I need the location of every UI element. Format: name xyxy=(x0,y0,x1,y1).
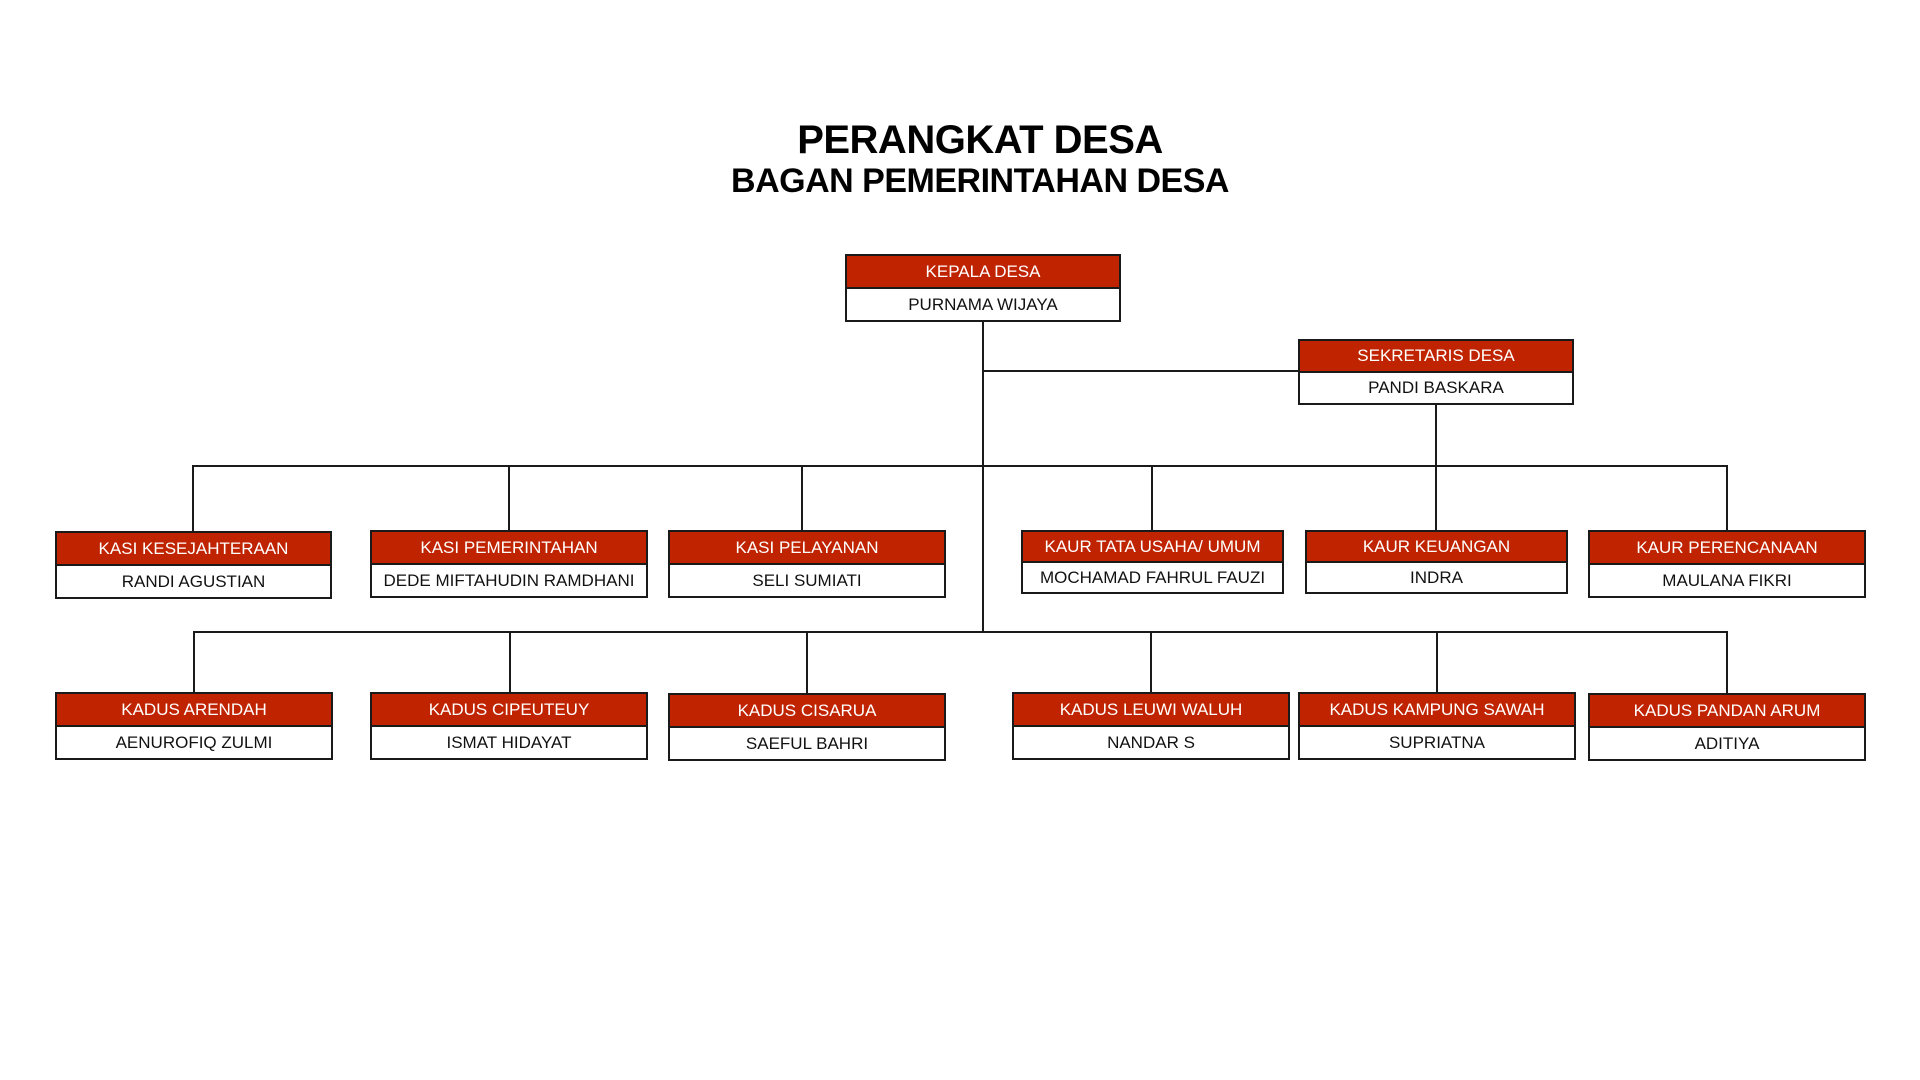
connector-line xyxy=(1436,631,1438,693)
connector-line xyxy=(508,465,510,531)
node-role: KEPALA DESA xyxy=(847,256,1119,289)
node-role: KADUS PANDAN ARUM xyxy=(1590,695,1864,728)
node-row1: KAUR TATA USAHA/ UMUM MOCHAMAD FAHRUL FA… xyxy=(1021,530,1284,594)
connector-line xyxy=(1150,631,1152,693)
connector-line xyxy=(1726,631,1728,693)
node-row1: KASI PELAYANAN SELI SUMIATI xyxy=(668,530,946,598)
node-name: PURNAMA WIJAYA xyxy=(908,294,1058,314)
chart-subtitle: BAGAN PEMERINTAHAN DESA xyxy=(731,162,1229,200)
node-role: KAUR TATA USAHA/ UMUM xyxy=(1023,532,1282,563)
node-role: KASI PEMERINTAHAN xyxy=(372,532,646,565)
node-role: SEKRETARIS DESA xyxy=(1300,341,1572,373)
node-row2: KADUS LEUWI WALUH NANDAR S xyxy=(1012,692,1290,760)
node-row2: KADUS ARENDAH AENUROFIQ ZULMI xyxy=(55,692,333,760)
node-role: KADUS LEUWI WALUH xyxy=(1014,694,1288,727)
connector-line xyxy=(982,321,984,633)
node-row2: KADUS CISARUA SAEFUL BAHRI xyxy=(668,693,946,761)
node-role: KADUS KAMPUNG SAWAH xyxy=(1300,694,1574,727)
node-role: KADUS ARENDAH xyxy=(57,694,331,727)
connector-line xyxy=(801,465,803,531)
node-row1: KASI KESEJAHTERAAN RANDI AGUSTIAN xyxy=(55,531,332,599)
node-role: KAUR PERENCANAAN xyxy=(1590,532,1864,565)
node-name: MAULANA FIKRI xyxy=(1662,570,1792,590)
node-row2: KADUS CIPEUTEUY ISMAT HIDAYAT xyxy=(370,692,648,760)
connector-line xyxy=(192,465,194,531)
connector-line xyxy=(192,465,1728,467)
node-role: KADUS CIPEUTEUY xyxy=(372,694,646,727)
node-name: SELI SUMIATI xyxy=(752,570,862,590)
node-name: INDRA xyxy=(1410,567,1463,587)
node-row1: KAUR PERENCANAAN MAULANA FIKRI xyxy=(1588,530,1866,598)
connector-line xyxy=(1726,465,1728,531)
node-name: ADITIYA xyxy=(1694,733,1760,753)
node-row1: KASI PEMERINTAHAN DEDE MIFTAHUDIN RAMDHA… xyxy=(370,530,648,598)
connector-line xyxy=(982,370,1298,372)
node-name: ISMAT HIDAYAT xyxy=(446,732,572,752)
chart-title: PERANGKAT DESA xyxy=(797,118,1163,162)
connector-line xyxy=(806,631,808,693)
node-name: MOCHAMAD FAHRUL FAUZI xyxy=(1039,567,1266,587)
node-row1: KAUR KEUANGAN INDRA xyxy=(1305,530,1568,594)
node-role: KASI PELAYANAN xyxy=(670,532,944,565)
connector-line xyxy=(1435,404,1437,532)
node-name: SUPRIATNA xyxy=(1388,732,1486,752)
node-name: AENUROFIQ ZULMI xyxy=(115,732,273,752)
node-role: KAUR KEUANGAN xyxy=(1307,532,1566,563)
node-role: KADUS CISARUA xyxy=(670,695,944,728)
node-name: DEDE MIFTAHUDIN RAMDHANI xyxy=(383,570,635,590)
node-sekretaris-desa: SEKRETARIS DESA PANDI BASKARA xyxy=(1298,339,1574,405)
node-role: KASI KESEJAHTERAAN xyxy=(57,533,330,566)
connector-line xyxy=(509,631,511,693)
node-name: PANDI BASKARA xyxy=(1368,378,1504,397)
connector-line xyxy=(193,631,195,693)
node-row2: KADUS PANDAN ARUM ADITIYA xyxy=(1588,693,1866,761)
node-name: SAEFUL BAHRI xyxy=(745,733,869,753)
connector-line xyxy=(193,631,1728,633)
node-kepala-desa: KEPALA DESA PURNAMA WIJAYA xyxy=(845,254,1121,322)
node-name: NANDAR S xyxy=(1107,732,1195,752)
node-name: RANDI AGUSTIAN xyxy=(121,571,266,591)
node-row2: KADUS KAMPUNG SAWAH SUPRIATNA xyxy=(1298,692,1576,760)
connector-line xyxy=(1151,465,1153,531)
